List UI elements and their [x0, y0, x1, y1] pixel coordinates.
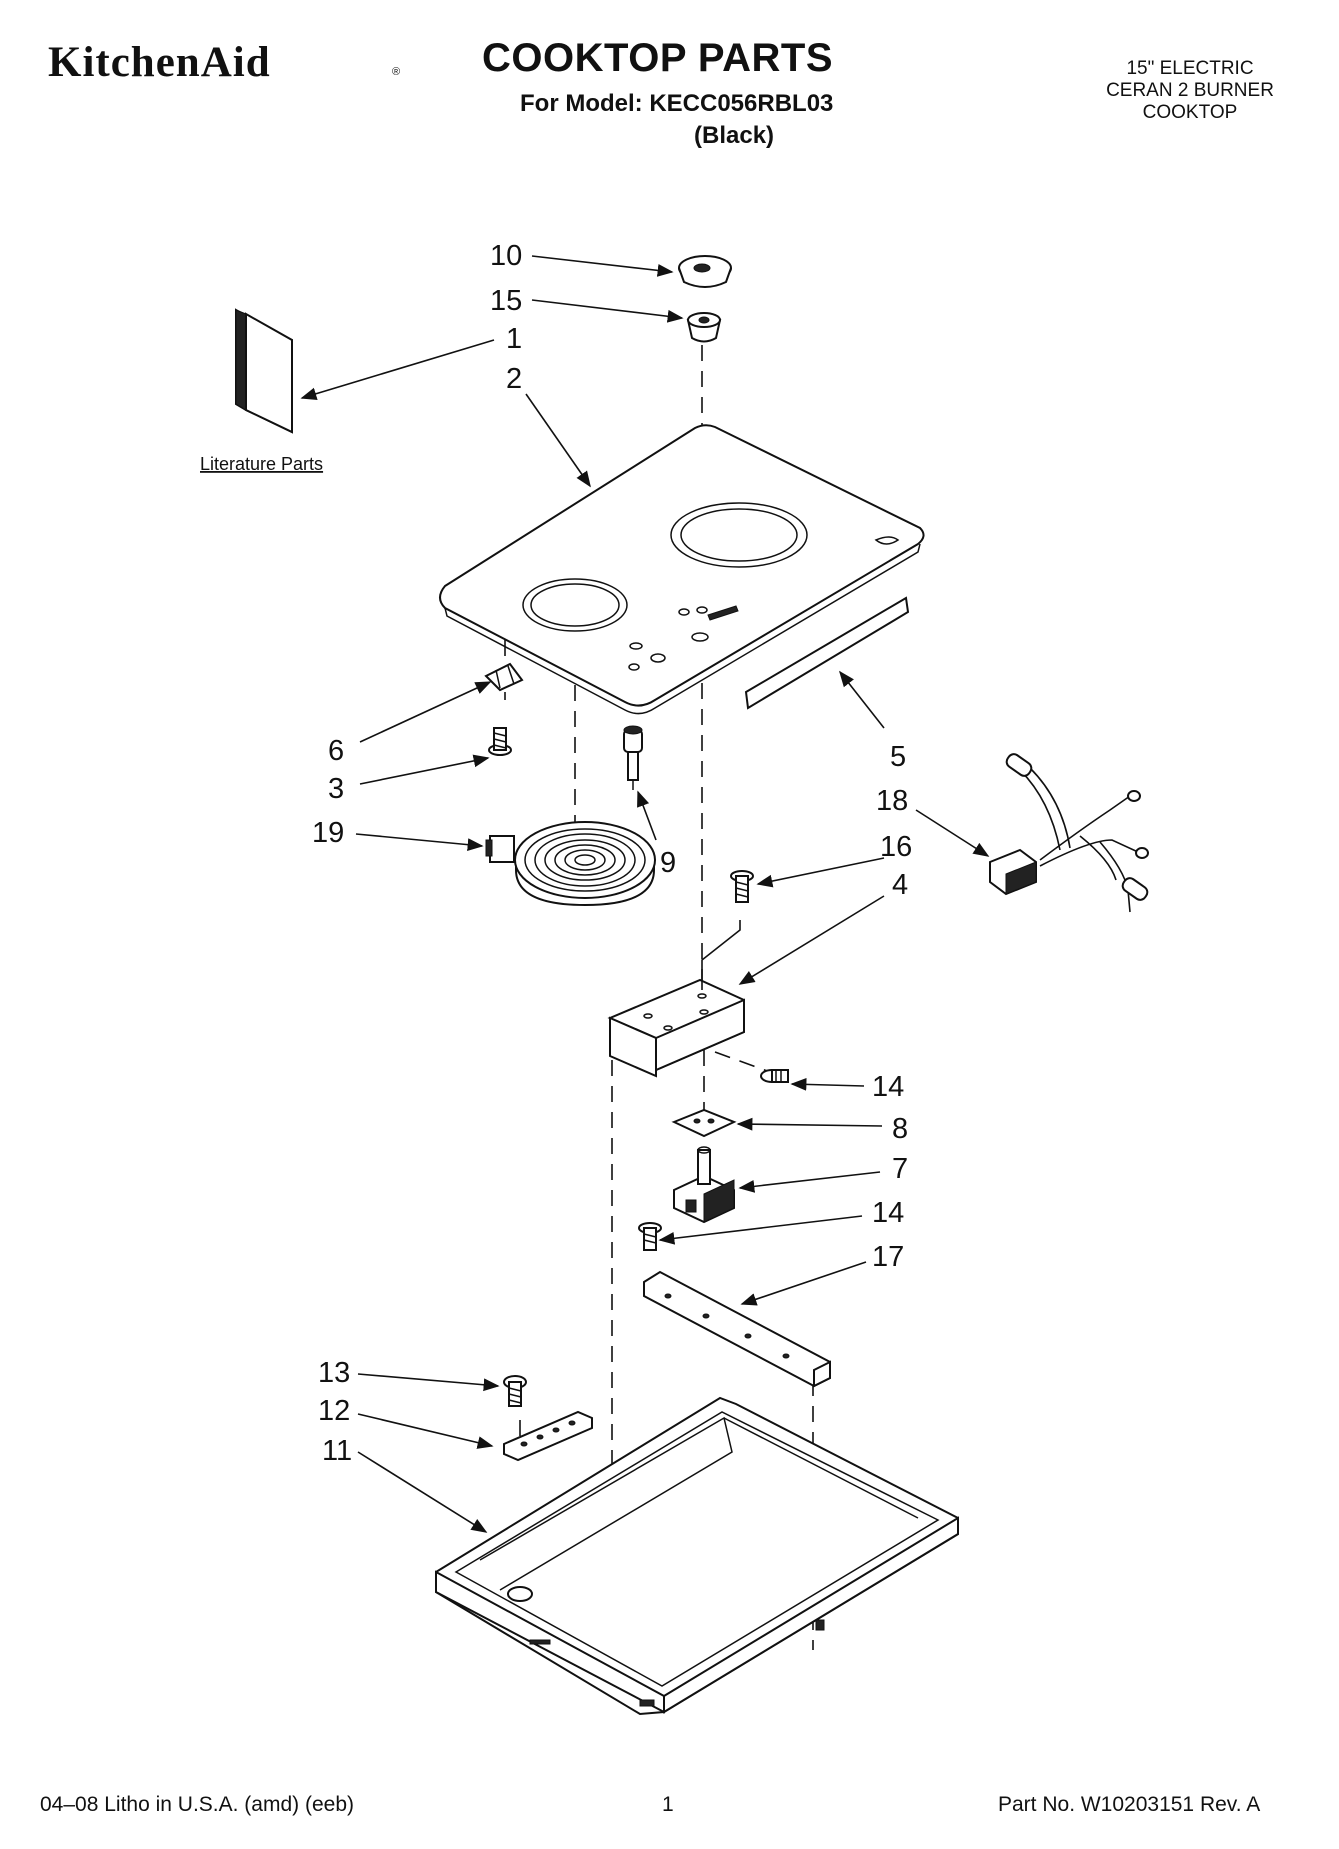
callout-3: 3 [328, 773, 344, 805]
registered-mark: ® [392, 66, 401, 78]
leader-lines [300, 255, 990, 1533]
callout-4: 4 [892, 869, 908, 901]
clip-bracket-part [503, 1410, 593, 1462]
callout-1: 1 [506, 323, 522, 355]
model-color: (Black) [694, 122, 775, 149]
callout-15: 15 [490, 285, 522, 317]
literature-parts-label: Literature Parts [200, 454, 323, 474]
screw-part [760, 1069, 789, 1083]
callout-9: 9 [660, 847, 676, 879]
brand-logo: KitchenAid [48, 39, 271, 86]
callout-11: 11 [322, 1435, 352, 1467]
bottom-box-part [435, 1396, 959, 1716]
screw-part [503, 1375, 527, 1407]
callout-14-lower: 14 [872, 1197, 904, 1229]
callout-13: 13 [318, 1357, 350, 1389]
literature-booklet-part [235, 308, 293, 434]
callout-19: 19 [312, 817, 344, 849]
page-number: 1 [662, 1793, 674, 1816]
part-number: Part No. W10203151 Rev. A [998, 1793, 1261, 1816]
page-title: COOKTOP PARTS [482, 36, 833, 80]
screw-part [488, 727, 512, 756]
litho-info: 04–08 Litho in U.S.A. (amd) (eeb) [40, 1793, 354, 1816]
description-line: 15" ELECTRIC [1126, 58, 1254, 79]
callout-17: 17 [872, 1241, 904, 1273]
bracket-rail-part [643, 1270, 831, 1388]
callout-12: 12 [318, 1395, 350, 1427]
callout-5: 5 [890, 741, 906, 773]
wire-harness-part [989, 753, 1149, 913]
infinite-switch-part [673, 1146, 735, 1224]
callout-numbers: 10 15 1 2 6 3 19 9 5 18 16 4 14 8 7 14 1… [312, 240, 912, 1467]
radiant-element-part [485, 821, 656, 907]
callout-8: 8 [892, 1113, 908, 1145]
glass-cooktop-part [439, 424, 925, 715]
indicator-light-part [623, 725, 643, 790]
callout-2: 2 [506, 363, 522, 395]
product-description: 15" ELECTRIC CERAN 2 BURNER COOKTOP [1090, 58, 1290, 124]
description-line: COOKTOP [1142, 102, 1238, 123]
switch-bracket-part [607, 920, 745, 1078]
trim-strip-part [744, 596, 910, 710]
screw-part [638, 1222, 662, 1251]
description-line: CERAN 2 BURNER [1106, 80, 1274, 101]
mounting-clip-part [484, 662, 524, 692]
callout-7: 7 [892, 1153, 908, 1185]
callout-16: 16 [880, 831, 912, 863]
callout-18: 18 [876, 785, 908, 817]
callout-14-upper: 14 [872, 1071, 904, 1103]
control-knob-part [678, 255, 732, 288]
knob-bezel-part [686, 312, 722, 343]
switch-plate-part [671, 1108, 737, 1138]
callout-10: 10 [490, 240, 522, 272]
screw-part [730, 870, 754, 903]
model-number: For Model: KECC056RBL03 [520, 90, 834, 117]
callout-6: 6 [328, 735, 344, 767]
